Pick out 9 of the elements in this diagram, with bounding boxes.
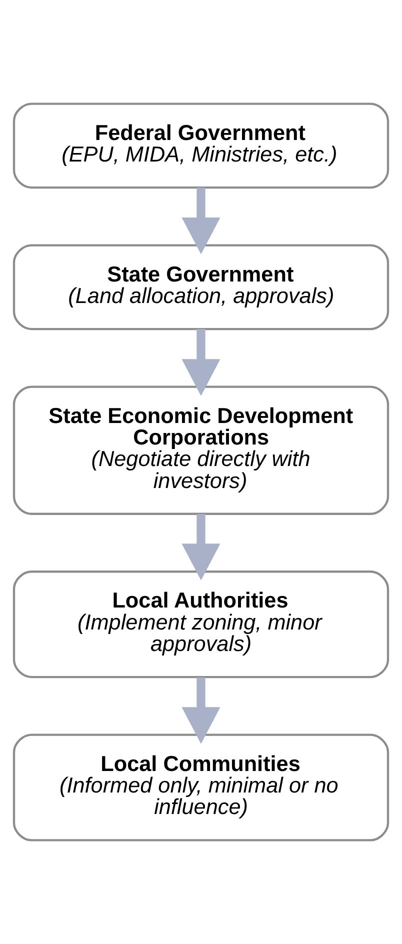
arrow xyxy=(182,188,220,254)
arrow xyxy=(182,514,220,580)
node-box: Local Communities (Informed only, minimal or no influence) xyxy=(12,734,390,842)
arrow xyxy=(182,677,220,744)
node-box: State Government (Land allocation, approvals) xyxy=(12,244,390,330)
node-box: Local Authorities (Implement zoning, minor approvals) xyxy=(12,570,390,678)
node-box: State Economic Development Corporations (Negotiate directly with investors) xyxy=(12,386,390,515)
arrow xyxy=(182,329,220,396)
node-box: Federal Government (EPU, MIDA, Ministries, etc.) xyxy=(12,102,390,189)
